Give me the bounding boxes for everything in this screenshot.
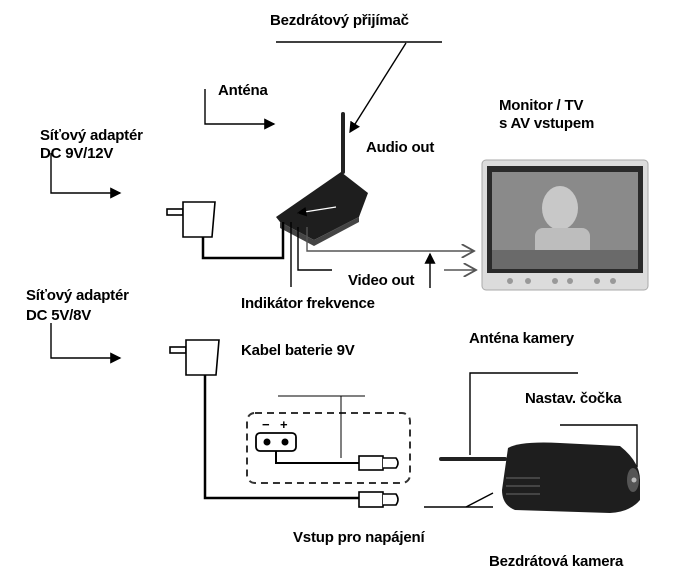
video-cable (306, 227, 474, 251)
adapter2-label-line2: DC 5V/8V (26, 307, 92, 324)
adapter1-label-line2: DC 9V/12V (40, 145, 114, 162)
battery-cable-label: Kabel baterie 9V (241, 342, 355, 359)
camera-antenna-pointer (469, 372, 578, 455)
battery-wire (275, 451, 359, 464)
power-input-pointer (465, 492, 494, 508)
receiver-label: Bezdrátový přijímač (270, 12, 409, 29)
monitor (481, 159, 649, 291)
power-adapter-1 (166, 201, 216, 238)
adapter1-cable (201, 222, 285, 260)
antenna-label: Anténa (218, 82, 268, 99)
adapter1-label-line1: Síťový adaptér (40, 127, 143, 144)
adapter2-label-line1: Síťový adaptér (26, 287, 129, 304)
adjustable-lens-label: Nastav. čočka (525, 390, 622, 407)
power-input-label: Vstup pro napájení (293, 529, 425, 546)
audio-out-line (297, 227, 332, 271)
monitor-label-line2: s AV vstupem (499, 115, 595, 132)
camera-antenna-label: Anténa kamery (469, 330, 574, 347)
battery-plus-label: + (280, 417, 288, 432)
power-plug (358, 491, 399, 508)
battery-cable-box (246, 412, 411, 484)
battery-terminal (255, 432, 297, 452)
adapter2-cable (203, 375, 359, 500)
battery-minus-label: − (262, 417, 270, 432)
wireless-receiver (276, 172, 368, 240)
video-out-label: Video out (348, 272, 415, 289)
antenna-arrow (204, 89, 276, 130)
wireless-camera (502, 442, 640, 513)
camera-antenna (439, 457, 507, 461)
receiver-pointer (349, 42, 407, 134)
audio-out-label: Audio out (366, 139, 435, 156)
adapter2-arrow (50, 323, 122, 364)
receiver-antenna (341, 112, 345, 174)
monitor-label-line1: Monitor / TV (499, 97, 584, 114)
wireless-camera-label: Bezdrátová kamera (489, 553, 624, 570)
battery-plug (358, 455, 399, 471)
power-adapter-2 (169, 339, 220, 376)
adapter1-arrow (50, 153, 122, 199)
lens-pointer (560, 424, 638, 467)
frequency-indicator-label: Indikátor frekvence (241, 295, 375, 312)
